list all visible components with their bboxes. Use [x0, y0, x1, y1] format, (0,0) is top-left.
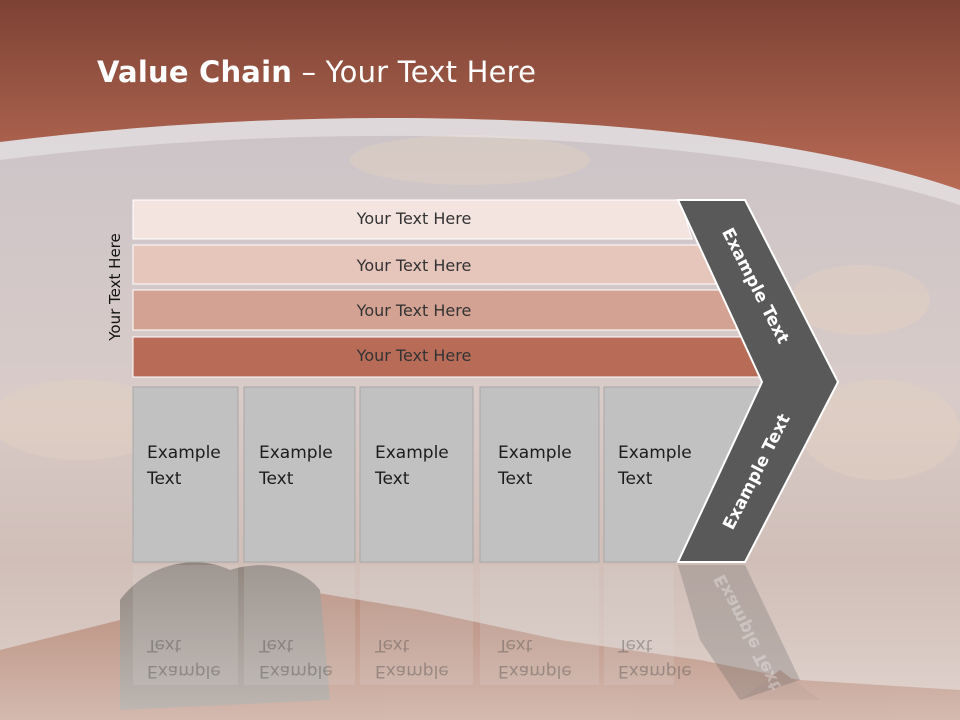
bar-4-label: Your Text Here [356, 346, 472, 365]
bar-2-label: Your Text Here [356, 256, 472, 275]
page-title: Value Chain – Your Text Here [97, 55, 537, 89]
bar-1-label: Your Text Here [356, 209, 472, 228]
bar-3-label: Your Text Here [356, 301, 472, 320]
side-label: Your Text Here [106, 233, 124, 341]
